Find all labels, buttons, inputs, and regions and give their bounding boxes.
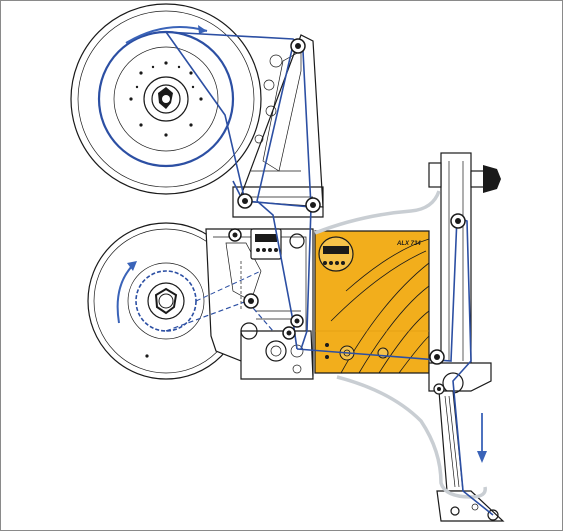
peel-plate bbox=[436, 490, 505, 522]
air-hose bbox=[314, 190, 487, 499]
roller-drive bbox=[282, 326, 296, 340]
applicator-body: ALX 734 bbox=[314, 230, 430, 374]
mast-knob bbox=[470, 165, 501, 193]
guide-rollers bbox=[228, 38, 466, 395]
roller-arm bbox=[433, 383, 445, 395]
unwind-hub bbox=[143, 76, 189, 122]
control-panel bbox=[250, 228, 305, 260]
roller-upper-left bbox=[237, 193, 253, 209]
roller-mast-top bbox=[450, 213, 466, 229]
unwind-reel bbox=[70, 3, 262, 195]
roller-mid-right bbox=[290, 314, 304, 328]
brand-label: ALX 734 bbox=[396, 241, 421, 247]
roller-mast-bottom bbox=[429, 349, 445, 365]
applicator-display bbox=[318, 236, 354, 272]
rewind-rotation-arrow bbox=[116, 264, 134, 324]
roller-top bbox=[290, 38, 306, 54]
dispense-arm bbox=[436, 390, 505, 522]
dispense-arrow-head bbox=[477, 451, 487, 463]
rewind-arrow-head bbox=[127, 261, 137, 271]
roller-mid-left bbox=[243, 293, 259, 309]
vertical-mast bbox=[428, 152, 501, 394]
main-frame bbox=[205, 228, 314, 380]
rewind-hub bbox=[147, 282, 185, 320]
unwind-arrow-head bbox=[198, 25, 207, 34]
rewind-reel bbox=[87, 222, 245, 380]
roller-upper-right bbox=[305, 197, 321, 213]
roller-panel bbox=[228, 228, 242, 242]
